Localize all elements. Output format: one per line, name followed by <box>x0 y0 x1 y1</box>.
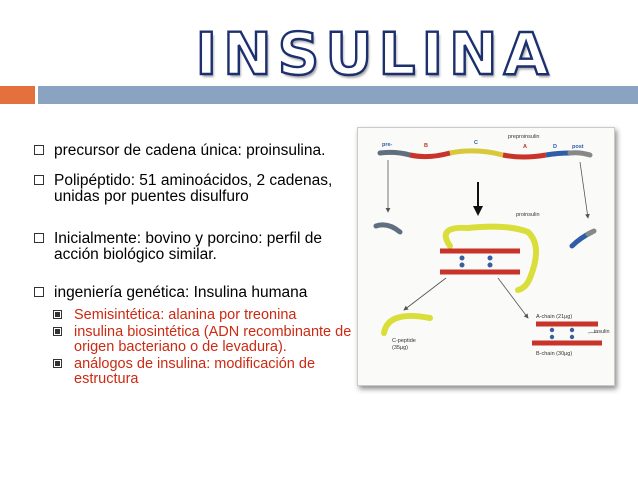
a-chain-label: A-chain (21μg) <box>536 314 572 320</box>
bullet-square-icon <box>34 175 44 185</box>
sub-bullet-icon <box>53 327 62 336</box>
c-peptide-fragment <box>381 312 433 336</box>
bullet-list: precursor de cadena única: proinsulina. … <box>34 143 354 389</box>
sub-bullet-list: Semisintética: alanina por treonina insu… <box>34 308 354 387</box>
proinsulin-c-loop <box>442 223 539 293</box>
insulin-processing-diagram: pre- B C A D post preproinsulin proinsul… <box>373 134 610 357</box>
c-peptide-segment <box>449 148 504 158</box>
sub-bullet-text: insulina biosintética (ADN recombinante … <box>74 324 352 355</box>
preproinsulin-label: preproinsulin <box>508 134 540 140</box>
insulin-diagram: pre- B C A D post preproinsulin proinsul… <box>357 127 615 386</box>
b-chain-segment <box>409 150 451 160</box>
c-peptide-mass-label: (35μg) <box>392 345 408 351</box>
a-chain-segment <box>502 152 547 160</box>
header-band <box>38 86 638 104</box>
d-label: D <box>553 144 557 150</box>
a-label: A <box>523 144 527 150</box>
insulin-disulfide-bridge <box>549 327 575 340</box>
bullet-item: ingeniería genética: Insulina humana Sem… <box>34 285 354 387</box>
sub-bullet-icon <box>53 359 62 368</box>
bullet-text: Polipéptido: 51 aminoácidos, 2 cadenas, … <box>54 172 333 205</box>
b-label: B <box>424 143 428 149</box>
c-label: C <box>474 140 478 146</box>
b-chain-label: B-chain (30μg) <box>536 351 572 357</box>
sub-bullet-item: Semisintética: alanina por treonina <box>34 308 354 323</box>
sub-bullet-item: insulina biosintética (ADN recombinante … <box>34 325 354 355</box>
pre-fragment <box>373 222 403 235</box>
disulfide-bridge <box>459 255 493 268</box>
sub-bullet-icon <box>53 310 62 319</box>
bullet-item: Polipéptido: 51 aminoácidos, 2 cadenas, … <box>34 173 354 205</box>
bullet-text: Inicialmente: bovino y porcino: perfil d… <box>54 230 322 263</box>
sub-bullet-text: análogos de insulina: modificación de es… <box>74 356 316 387</box>
bullet-item: Inicialmente: bovino y porcino: perfil d… <box>34 231 354 263</box>
post-label: post <box>572 144 584 150</box>
bullet-text: precursor de cadena única: proinsulina. <box>54 142 326 159</box>
sub-bullet-text: Semisintética: alanina por treonina <box>74 307 297 323</box>
pre-segment <box>377 149 413 158</box>
bullet-square-icon <box>34 233 44 243</box>
c-peptide-label: C-peptide <box>392 338 416 344</box>
bullet-square-icon <box>34 287 44 297</box>
post-segment <box>567 150 593 158</box>
pre-label: pre- <box>382 142 393 148</box>
sub-bullet-item: análogos de insulina: modificación de es… <box>34 357 354 387</box>
header-band-accent <box>0 86 35 104</box>
insulin-label: insulin <box>594 329 610 335</box>
d-segment <box>545 150 571 158</box>
bullet-text: ingeniería genética: Insulina humana <box>54 284 308 301</box>
proinsulin-label: proinsulin <box>516 212 540 218</box>
bullet-item: precursor de cadena única: proinsulina. <box>34 143 354 159</box>
slide-title: INSULINA <box>194 20 555 88</box>
bullet-square-icon <box>34 145 44 155</box>
